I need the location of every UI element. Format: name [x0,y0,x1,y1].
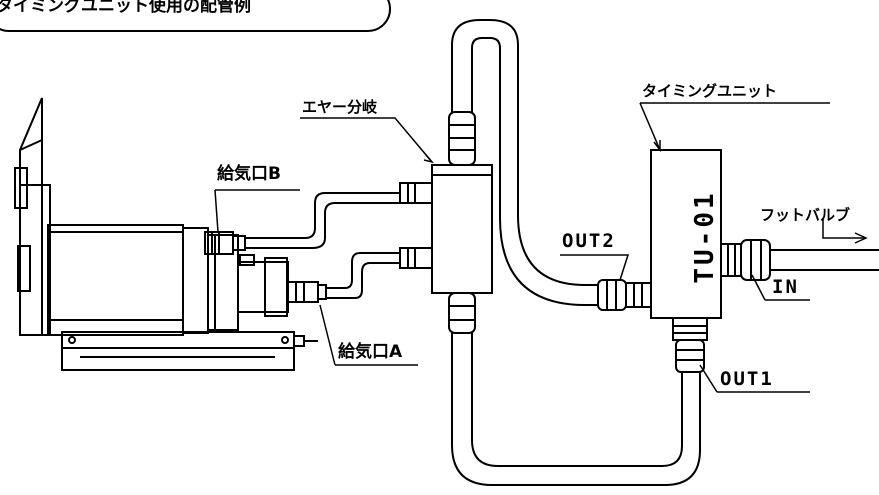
leader-lines [214,102,868,393]
title-frame: タイミングユニット使用の配管例 [0,0,391,32]
air-branch-label: エヤー分岐 [302,98,378,116]
out2-label: OUT2 [562,230,616,252]
in-label: IN [772,276,799,298]
unit-model-text: TU-01 [690,190,720,284]
diagram-title: タイミングユニット使用の配管例 [0,0,251,16]
foot-valve-label: フットバルブ [760,206,851,224]
supply-port-a-label: 給気口A [338,342,403,362]
air-branch-manifold [399,111,493,334]
timing-unit [597,149,771,373]
tubes [245,19,879,486]
machine-body [14,97,327,371]
supply-port-b-label: 給気口B [217,164,281,184]
timing-unit-label: タイミングユニット [642,82,778,100]
out1-label: OUT1 [720,368,774,390]
